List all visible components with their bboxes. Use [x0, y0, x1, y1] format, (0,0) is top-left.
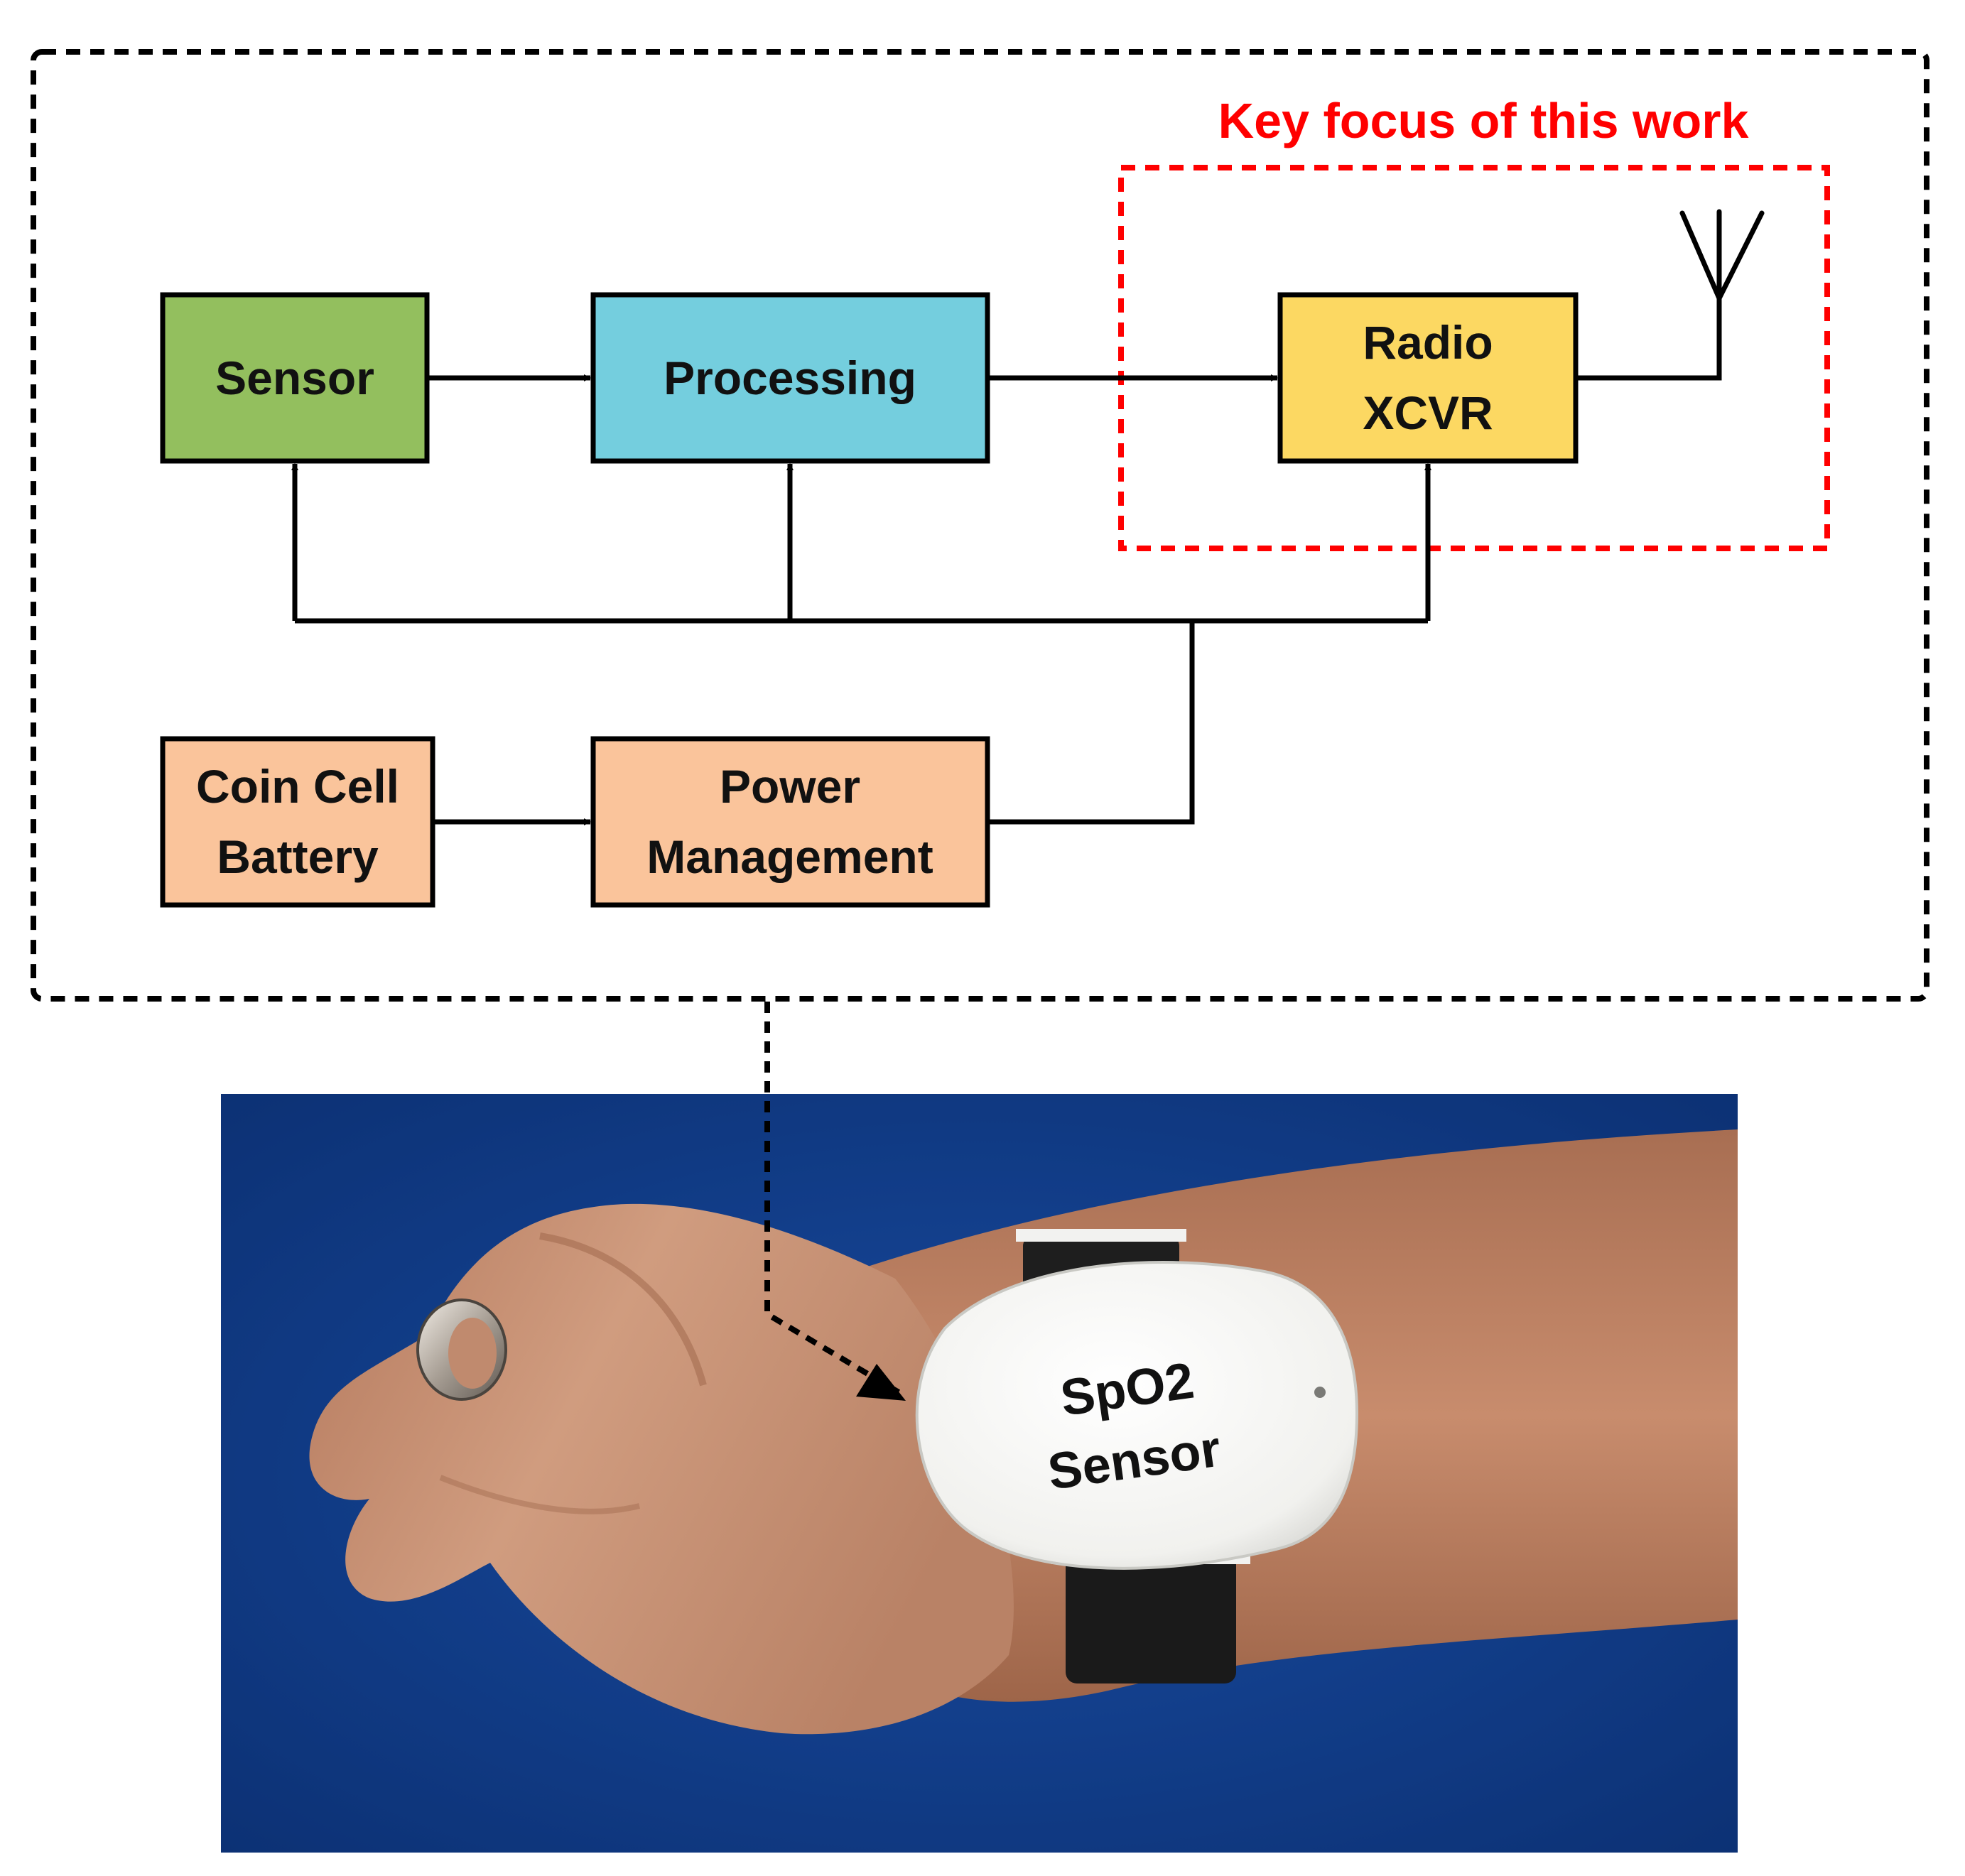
- callout-connector: [764, 1002, 906, 1401]
- sensor-block: Sensor: [160, 292, 430, 464]
- focus-boundary: [1118, 165, 1830, 551]
- battery-block-line2: Battery: [217, 830, 379, 883]
- radio-block-line1: Radio: [1363, 316, 1493, 369]
- radio-block-line2: XCVR: [1363, 386, 1493, 439]
- battery-block: Coin Cell Battery: [160, 736, 435, 908]
- ring-illustration: [416, 1298, 507, 1401]
- callout-arrowhead-icon: [856, 1364, 906, 1401]
- processing-block-label: Processing: [664, 352, 916, 404]
- processing-block: Processing: [590, 292, 990, 464]
- radio-block: Radio XCVR: [1277, 292, 1579, 464]
- signal-connectors: [291, 374, 1431, 825]
- battery-block-line1: Coin Cell: [196, 760, 399, 813]
- device-photo: SpO2 Sensor: [221, 1094, 1738, 1853]
- power-block: Power Management: [590, 736, 990, 908]
- processing-block-box: [590, 292, 990, 464]
- antenna-icon: [1573, 209, 1765, 381]
- battery-block-box: [160, 736, 435, 908]
- power-block-box: [590, 736, 990, 908]
- power-block-line2: Management: [646, 830, 933, 883]
- focus-label: Key focus of this work: [1218, 93, 1749, 148]
- spo2-device: SpO2 Sensor: [915, 1261, 1359, 1570]
- sensor-block-label: Sensor: [215, 352, 374, 404]
- power-block-line1: Power: [720, 760, 860, 813]
- power-distribution-line: [987, 621, 1195, 825]
- sensor-block-box: [160, 292, 430, 464]
- system-boundary: [31, 49, 1929, 1002]
